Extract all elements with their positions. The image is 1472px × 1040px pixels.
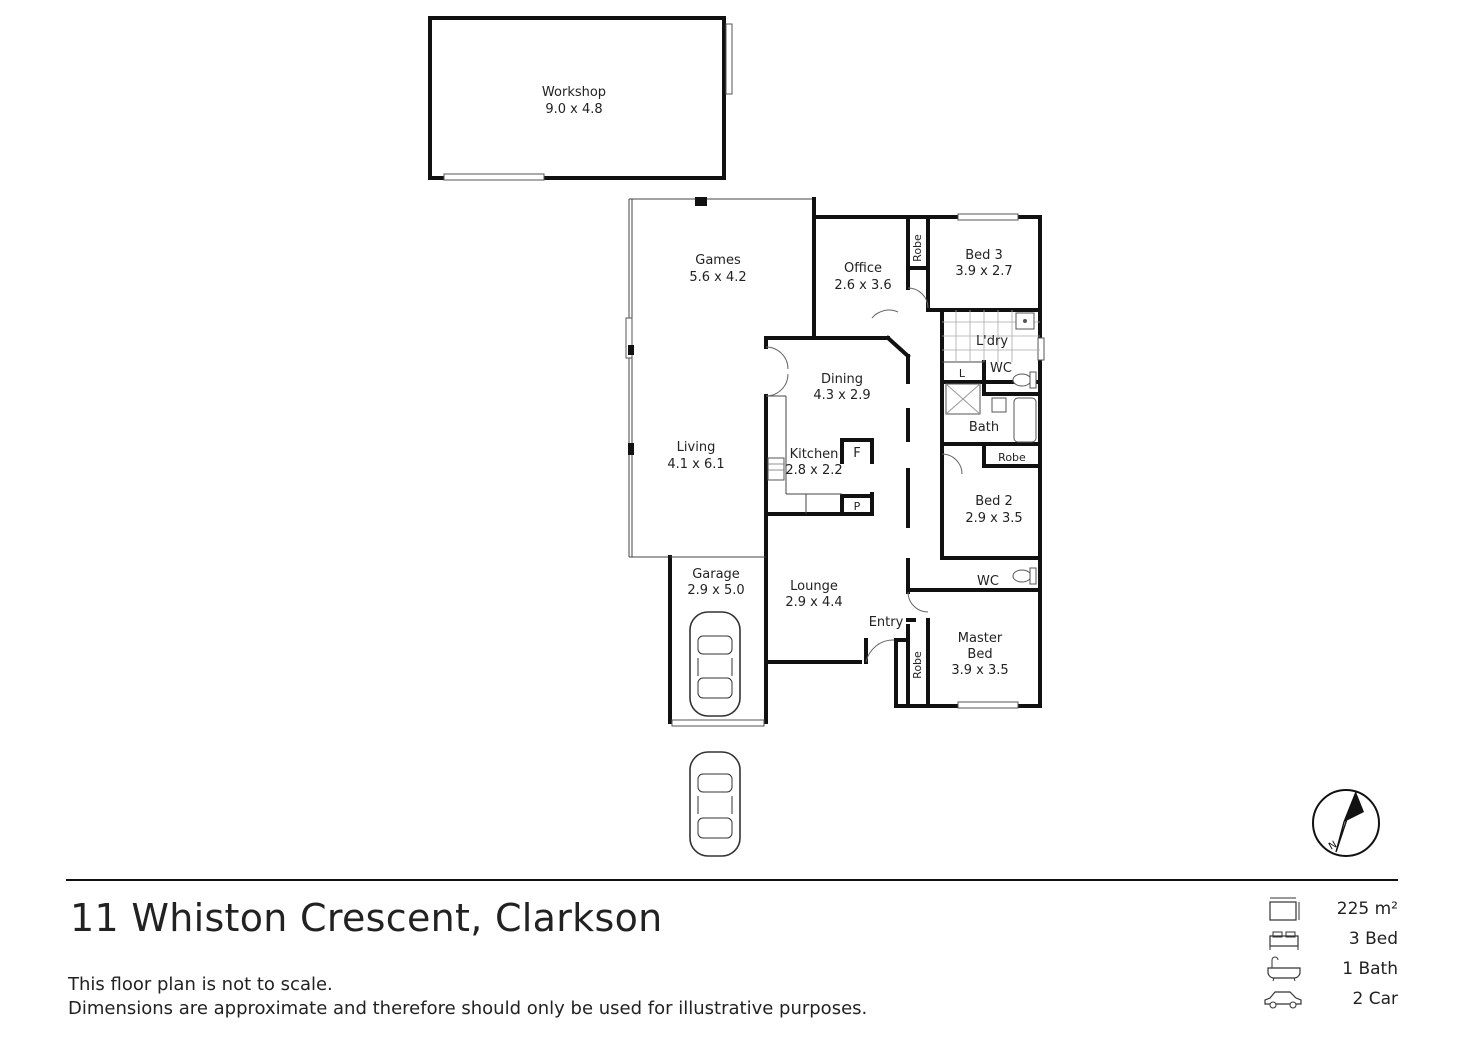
car-icon: [1264, 991, 1302, 1009]
door-swings: [765, 287, 963, 663]
bed2-robe-label: Robe: [998, 451, 1026, 464]
linen-label: L: [959, 367, 966, 380]
master-dims: 3.9 x 3.5: [951, 663, 1008, 678]
floor-plan: Workshop 9.0 x 4.8: [428, 16, 1380, 857]
dining-dims: 4.3 x 2.9: [813, 388, 870, 403]
bed3-dims: 3.9 x 2.7: [955, 264, 1012, 279]
workshop-label: Workshop: [542, 85, 606, 100]
master-robe-label: Robe: [911, 651, 924, 679]
stat-bath: 1 Bath: [1262, 956, 1398, 986]
north-label: N: [1327, 839, 1339, 852]
footer-divider: [66, 879, 1398, 881]
bath-icon: [1267, 956, 1301, 982]
kitchen-dims: 2.8 x 2.2: [785, 463, 842, 478]
bed-icon: [1269, 931, 1299, 950]
bed3-label: Bed 3: [965, 248, 1003, 263]
entry-label: Entry: [869, 615, 904, 630]
car-driveway-icon: [689, 751, 741, 857]
workshop-dims: 9.0 x 4.8: [545, 102, 602, 117]
fixtures: [767, 310, 1040, 585]
games-dims: 5.6 x 4.2: [689, 270, 746, 285]
lounge-label: Lounge: [790, 579, 838, 594]
living-label: Living: [677, 440, 716, 455]
stat-bed: 3 Bed: [1262, 926, 1398, 956]
office-dims: 2.6 x 3.6: [834, 278, 891, 293]
garage-label: Garage: [692, 567, 740, 582]
stat-area: 225 m²: [1262, 896, 1398, 926]
area-icon: [1269, 897, 1300, 921]
wc2-label: WC: [977, 574, 999, 589]
garage-dims: 2.9 x 5.0: [687, 583, 744, 598]
dining-label: Dining: [821, 372, 863, 387]
property-address: 11 Whiston Crescent, Clarkson: [70, 896, 663, 940]
kitchen-label: Kitchen: [790, 447, 839, 462]
stat-car: 2 Car: [1262, 986, 1398, 1016]
north-arrow-icon: N: [1312, 789, 1380, 857]
house-walls: [625, 197, 1045, 727]
car-garage-icon: [689, 611, 741, 717]
property-stats: 225 m² 3 Bed 1 Bath 2 Car: [1262, 896, 1398, 1016]
living-dims: 4.1 x 6.1: [667, 457, 724, 472]
workshop-building: [428, 16, 733, 181]
fridge-label: F: [853, 446, 860, 461]
bed3-robe-label: Robe: [911, 234, 924, 262]
lounge-dims: 2.9 x 4.4: [785, 595, 842, 610]
disclaimer-line-1: This floor plan is not to scale.: [68, 974, 333, 995]
disclaimer: This floor plan is not to scale. Dimensi…: [68, 973, 867, 1021]
disclaimer-line-2: Dimensions are approximate and therefore…: [68, 998, 868, 1019]
wc1-label: WC: [990, 361, 1012, 376]
stat-car-text: 2 Car: [1352, 989, 1399, 1009]
stat-bath-text: 1 Bath: [1342, 959, 1398, 979]
master-label: Master: [958, 631, 1003, 646]
master-label-2: Bed: [967, 647, 992, 662]
bath-label: Bath: [969, 420, 999, 435]
laundry-label: L'dry: [976, 334, 1008, 349]
bed2-dims: 2.9 x 3.5: [965, 511, 1022, 526]
office-label: Office: [844, 261, 882, 276]
pantry-label: P: [854, 500, 861, 513]
stat-bed-text: 3 Bed: [1348, 929, 1398, 949]
bed2-label: Bed 2: [975, 494, 1013, 509]
stat-area-text: 225 m²: [1336, 899, 1398, 919]
games-label: Games: [695, 253, 741, 268]
